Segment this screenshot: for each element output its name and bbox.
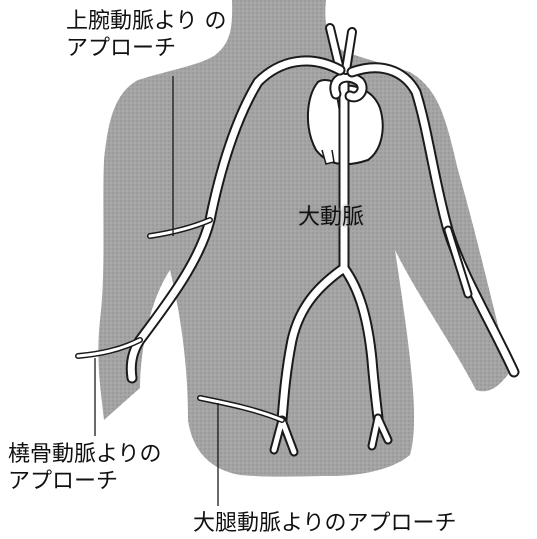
radial-approach-label: 橈骨動脈よりの アプローチ [8, 441, 162, 495]
brachial-label-line1: 上腕動脈より の [66, 8, 227, 35]
aorta-label: 大動脈 [298, 199, 364, 231]
femoral-approach-label: 大腿動脈よりのアプローチ [193, 510, 457, 537]
radial-label-line1: 橈骨動脈よりの [8, 441, 162, 468]
brachial-label-line2: アプローチ [66, 35, 227, 62]
radial-label-line2: アプローチ [8, 468, 162, 495]
brachial-approach-label: 上腕動脈より の アプローチ [66, 8, 227, 62]
